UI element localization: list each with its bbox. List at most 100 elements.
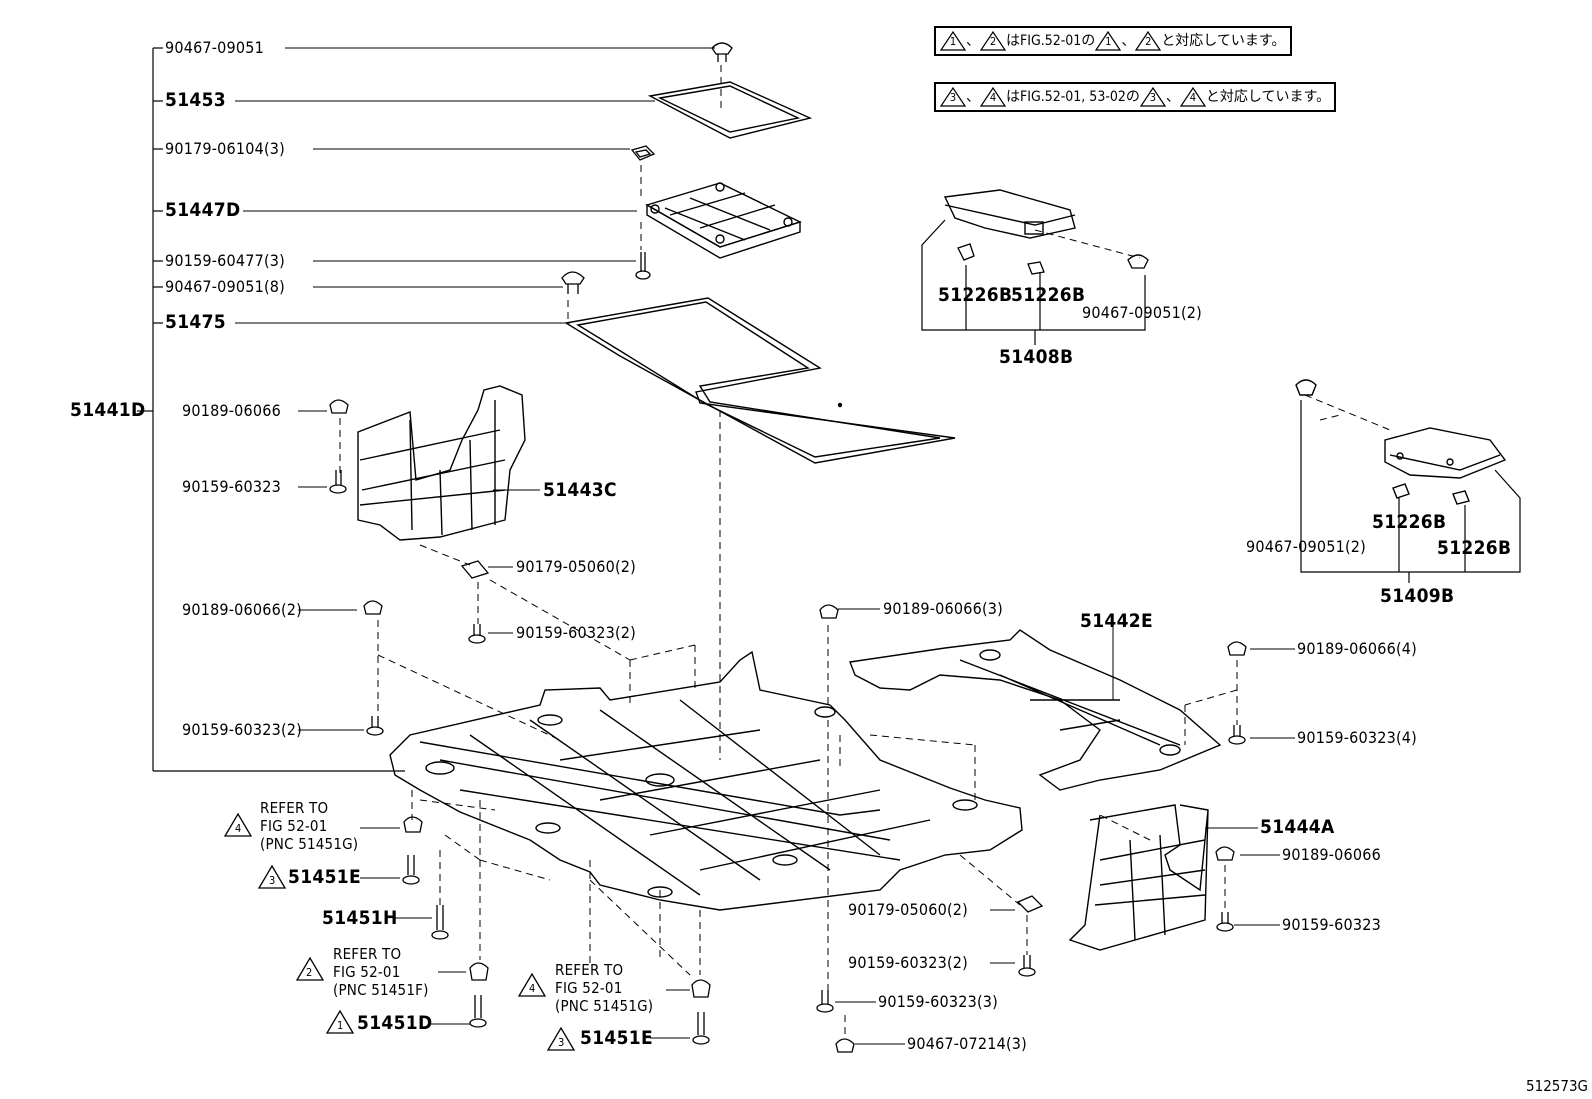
part-label-51226b[interactable]: 51226B [1011,284,1086,306]
part-label-90467-09051-2[interactable]: 90467-09051(2) [1246,537,1366,556]
refer-note-line3: (PNC 51451F) [333,981,429,999]
bolt-icon [329,470,347,494]
note-separator: 、 [1165,89,1180,105]
part-label-51441d[interactable]: 51441D [70,399,146,421]
bolt-icon [1228,725,1246,745]
bolt-icon [366,716,384,736]
refer-note-line2: FIG 52-01 [555,979,623,997]
bracket-51447d-shape [645,182,802,259]
part-label-90467-07214-3[interactable]: 90467-07214(3) [907,1034,1027,1053]
fastener-icons [402,816,1044,1053]
sub-assembly-brackets [921,219,1521,583]
note-text: はFIG.52-01, 53-02の [1006,89,1140,105]
part-label-90189-06066[interactable]: 90189-06066 [182,401,281,420]
part-label-90159-60323-2[interactable]: 90159-60323(2) [182,720,302,739]
ref-mark: 4 [235,822,242,835]
part-label-51453[interactable]: 51453 [165,89,226,111]
reference-triangle-icon: 2 [1135,31,1162,51]
refer-note-line2: FIG 52-01 [333,963,401,981]
part-label-90159-60323-2[interactable]: 90159-60323(2) [848,953,968,972]
part-label-90159-60323-2[interactable]: 90159-60323(2) [516,623,636,642]
part-label-90159-60323-3[interactable]: 90159-60323(3) [878,992,998,1011]
nut-icon [460,560,490,579]
part-label-90179-05060-2[interactable]: 90179-05060(2) [848,900,968,919]
note-separator: 、 [966,89,980,105]
part-label-90189-06066-3[interactable]: 90189-06066(3) [883,599,1003,618]
part-label-51226b[interactable]: 51226B [938,284,1013,306]
ref-mark: 3 [558,1036,565,1049]
part-label-51443c[interactable]: 51443C [543,479,617,501]
ref-mark: 1 [337,1019,344,1032]
reference-triangles [223,812,576,1051]
clip-icon [819,604,1247,656]
part-label-90467-09051[interactable]: 90467-09051 [165,38,264,57]
part-label-51442e[interactable]: 51442E [1080,610,1153,632]
part-label-51444a[interactable]: 51444A [1260,816,1335,838]
cover-51442e-shape [849,629,1222,791]
undercover-51441d-shape [389,650,1023,911]
refer-note-line3: (PNC 51451G) [260,835,359,853]
part-label-51408b[interactable]: 51408B [999,346,1074,368]
clip-icon [363,600,383,615]
part-label-90159-60323-4[interactable]: 90159-60323(4) [1297,728,1417,747]
assembly-bracket-51441d [137,47,405,772]
part-label-51451d[interactable]: 51451D [357,1012,433,1034]
cover-51444a-shape [1068,804,1209,951]
clip-icon [1215,846,1235,861]
nut-icon [630,145,656,161]
reference-triangle-icon: 1 [1095,31,1122,51]
part-label-51226b[interactable]: 51226B [1437,537,1512,559]
part-label-90467-09051-8[interactable]: 90467-09051(8) [165,277,285,296]
bolt-icon [468,624,486,644]
part-label-90189-06066-2[interactable]: 90189-06066(2) [182,600,302,619]
part-label-51451e[interactable]: 51451E [288,866,361,888]
part-label-51475[interactable]: 51475 [165,311,226,333]
ref-mark: 4 [529,982,536,995]
part-label-51226b[interactable]: 51226B [1372,511,1447,533]
clip-icon [329,399,349,414]
clip-icon [561,271,585,294]
panel-51453-shape [647,81,813,139]
ref-mark: 3 [269,874,276,887]
refer-note-line1: REFER TO [260,799,329,817]
sheet-51475-shape [564,297,956,464]
part-label-51451h[interactable]: 51451H [322,907,398,929]
part-label-51447d[interactable]: 51447D [165,199,241,221]
part-label-90189-06066[interactable]: 90189-06066 [1282,845,1381,864]
reference-triangle-icon: 3 [940,87,966,107]
part-label-90189-06066-4[interactable]: 90189-06066(4) [1297,639,1417,658]
reference-triangle-icon: 4 [1179,87,1206,107]
refer-note-line3: (PNC 51451G) [555,997,654,1015]
part-label-51409b[interactable]: 51409B [1380,585,1455,607]
part-label-90467-09051-2[interactable]: 90467-09051(2) [1082,303,1202,322]
note-text: と対応しています。 [1161,33,1286,49]
note-separator: 、 [1121,33,1136,49]
reference-triangle-icon: 3 [1139,87,1166,107]
cover-51408b-shape [943,189,1076,239]
part-label-90179-06104[interactable]: 90179-06104(3) [165,139,285,158]
figure-number: 512573G [1526,1077,1588,1095]
part-label-90159-60323[interactable]: 90159-60323 [182,477,281,496]
cover-51409b-shape [1295,379,1507,505]
part-label-51451e[interactable]: 51451E [580,1027,653,1049]
note-text: と対応しています。 [1205,89,1331,105]
reference-triangle-icon: 4 [980,87,1006,107]
refer-note-line2: FIG 52-01 [260,817,328,835]
reference-triangle-icon: 2 [980,31,1006,51]
part-label-90159-60477[interactable]: 90159-60477(3) [165,251,285,270]
bolt-icon [635,252,651,280]
reference-triangle-icon: 1 [940,31,966,51]
clip-icon [711,42,733,62]
bolt-icon [1216,912,1234,932]
leader-lines [235,47,1295,1045]
note-text: はFIG.52-01の [1006,33,1096,49]
refer-note-line1: REFER TO [333,945,402,963]
note-separator: 、 [966,33,980,49]
part-label-90159-60323[interactable]: 90159-60323 [1282,915,1381,934]
ref-mark: 2 [306,966,313,979]
clip-icon [957,243,1149,275]
guide-lines [339,65,1391,1035]
part-label-90179-05060-2[interactable]: 90179-05060(2) [516,557,636,576]
